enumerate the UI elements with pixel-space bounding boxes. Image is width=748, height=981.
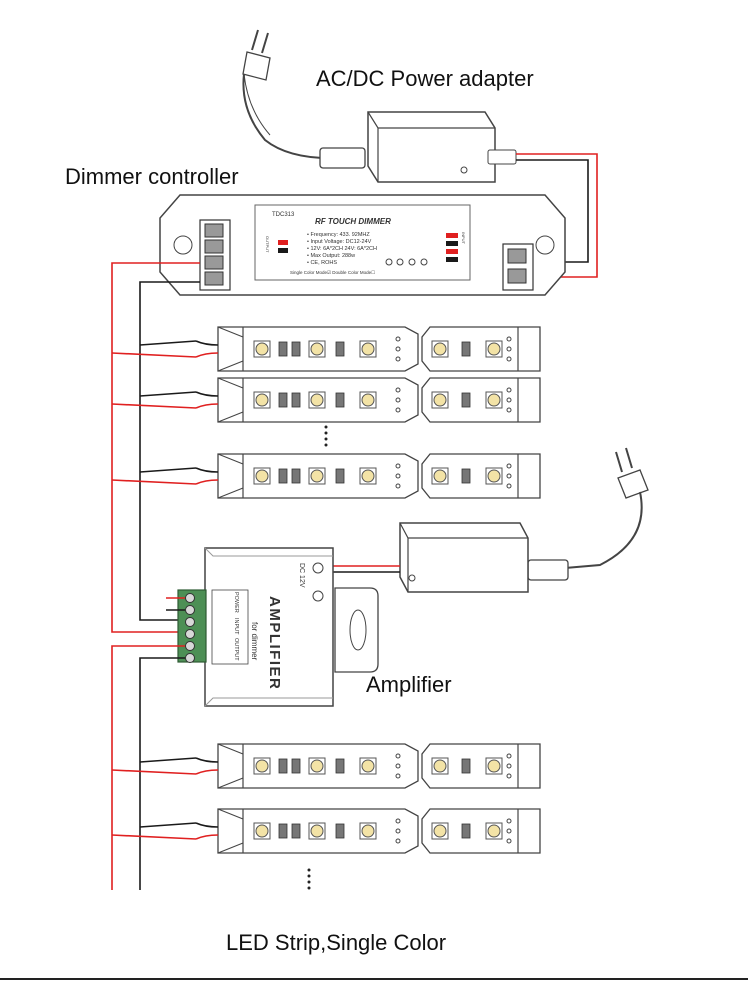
dimmer-spec-3: • Max Output: 288w	[307, 253, 355, 259]
power-adapter-top	[242, 29, 517, 183]
dimmer-modes: Single Color Mode☑ Double Color Mode☐	[290, 270, 376, 275]
amplifier-dc-label: DC 12V	[298, 563, 305, 588]
amplifier-terminal-output: OUTPUT	[233, 638, 239, 661]
led-strip-row-5	[196, 809, 540, 853]
dimmer-spec-0: • Frequency: 433. 92MHZ	[307, 232, 370, 238]
dimmer-input-label: INPUT	[461, 232, 466, 245]
led-strip-row-3	[196, 454, 540, 498]
dimmer-controller	[159, 194, 566, 296]
amplifier-device	[177, 547, 379, 707]
dimmer-title: RF TOUCH DIMMER	[315, 217, 391, 226]
dimmer-model: TDC313	[272, 212, 295, 218]
dimmer-spec-1: • Input Voltage: DC12-24V	[307, 239, 372, 245]
dimmer-output-label: OUTPUT	[265, 236, 270, 253]
led-strip-row-1	[196, 327, 540, 371]
amplifier-label: Amplifier	[366, 672, 452, 697]
led-strip-row-2	[196, 378, 540, 422]
amplifier-subtitle: for dimmer	[250, 622, 259, 661]
continuation-dots-top	[324, 425, 328, 447]
led-strip-row-4	[196, 744, 540, 788]
amplifier-terminal-power: POWER	[233, 592, 239, 613]
power-adapter-amplifier	[399, 447, 649, 593]
bottom-divider	[0, 978, 748, 980]
dimmer-spec-2: • 12V: 6A*2CH 24V: 6A*2CH	[307, 246, 377, 252]
dimmer-spec-4: • CE, ROHS	[307, 260, 337, 266]
led-strip-label: LED Strip,Single Color	[226, 930, 447, 955]
amplifier-title: AMPLIFIER	[266, 596, 283, 690]
continuation-dots-bottom	[307, 868, 311, 890]
amplifier-terminal-input: INPUT	[233, 618, 239, 635]
power-adapter-label: AC/DC Power adapter	[316, 66, 534, 91]
dimmer-controller-label: Dimmer controller	[65, 164, 239, 189]
